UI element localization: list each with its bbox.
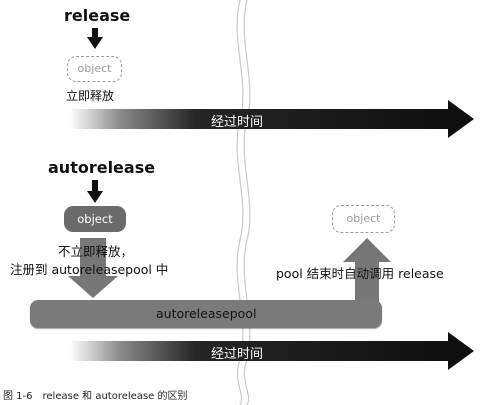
register-pool-arrow (68, 238, 118, 298)
pool-release-up-arrow (343, 238, 391, 308)
autorelease-method-label: autorelease (48, 158, 156, 177)
figure-caption: 图 1-6 release 和 autorelease 的区别 (3, 391, 188, 402)
release-down-arrow (87, 28, 103, 49)
not-released-note-line2: 注册到 autoreleasepool 中 (10, 262, 169, 277)
autoreleasepool-label: autoreleasepool (156, 306, 257, 321)
break-line-right (243, 0, 251, 405)
released-object-box: object (67, 56, 122, 82)
autorelease-object-box: object (64, 206, 126, 232)
pool-released-object-box: object (332, 205, 395, 233)
immediate-release-note: 立即释放 (66, 89, 115, 103)
timeline-top-label: 经过时间 (211, 115, 264, 130)
release-method-label: release (64, 6, 131, 25)
autorelease-down-arrow (87, 180, 103, 203)
not-released-note-line1: 不立即释放， (58, 244, 134, 259)
autoreleasepool-bar (30, 300, 382, 328)
timeline-bottom-arrow (70, 332, 474, 370)
timeline-top-arrow (70, 100, 474, 138)
pool-end-release-note: pool 结束时自动调用 release (276, 266, 444, 281)
timeline-bottom-label: 经过时间 (211, 347, 264, 362)
break-line-left (236, 0, 244, 405)
